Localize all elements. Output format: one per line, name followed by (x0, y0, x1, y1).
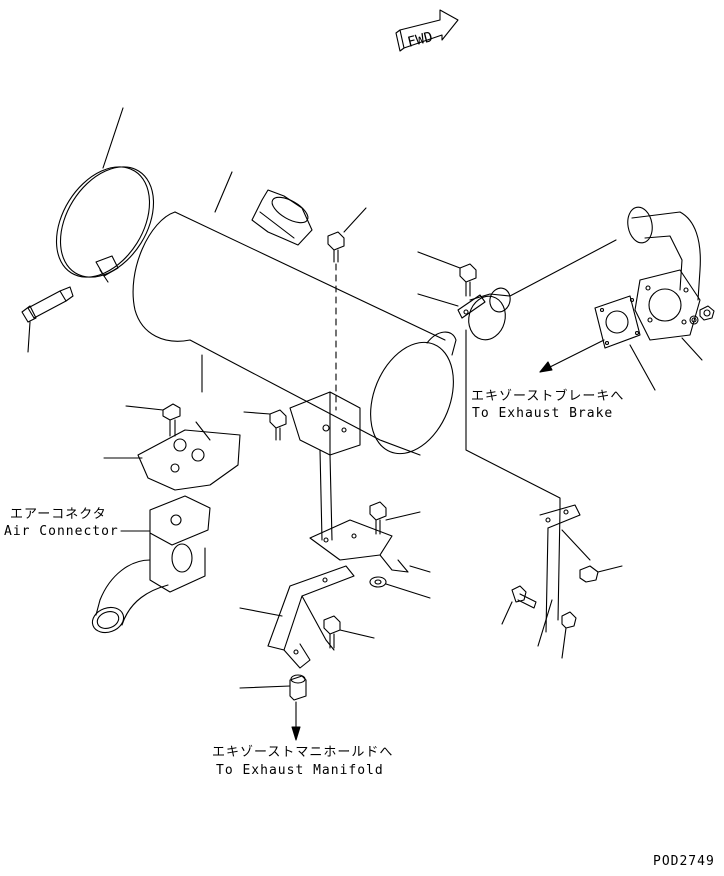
gasket (594, 295, 656, 391)
bolt-lower-right (501, 585, 537, 625)
exhaust-manifold-label-jp: エキゾーストマニホールドへ (212, 745, 394, 760)
exhaust-brake-clamp (417, 239, 617, 341)
fwd-arrow-icon: FWD (395, 9, 459, 52)
bolt-support (323, 615, 375, 649)
drawing-number: POD2749 (653, 854, 715, 869)
lower-bracket (309, 519, 431, 573)
long-bracket-right (465, 329, 591, 633)
bolt-lower-bracket (369, 501, 421, 535)
muffler (132, 171, 457, 456)
washer (369, 576, 431, 599)
center-bolt (327, 207, 367, 411)
exhaust-brake-pipe (627, 206, 703, 361)
band-clamp (55, 107, 155, 283)
nut-bracket-right (579, 565, 623, 583)
exhaust-brake-label-en: To Exhaust Brake (472, 406, 614, 421)
muffler-bracket (289, 391, 361, 541)
exhaust-brake-arrow (539, 339, 605, 373)
support-bracket (239, 565, 355, 669)
bolt-left (21, 286, 74, 353)
exhaust-brake-label-jp: エキゾーストブレーキへ (471, 389, 625, 404)
air-connector-label-en: Air Connector (4, 524, 119, 539)
leader-bracket-right (537, 599, 553, 647)
nut-right (689, 305, 715, 325)
bolt-heat-shield (125, 403, 181, 437)
fwd-label: FWD (406, 29, 434, 51)
bolt-bracket-left (243, 409, 287, 441)
spacer (239, 674, 307, 701)
exhaust-manifold-arrow (291, 701, 301, 741)
air-connector-label-jp: エアーコネクタ (10, 507, 107, 522)
bolt-brake (417, 251, 477, 297)
heat-shield-plate (103, 421, 241, 491)
nut-lower-right (561, 611, 577, 659)
air-connector-elbow (91, 495, 211, 634)
exhaust-manifold-label-en: To Exhaust Manifold (216, 763, 384, 778)
